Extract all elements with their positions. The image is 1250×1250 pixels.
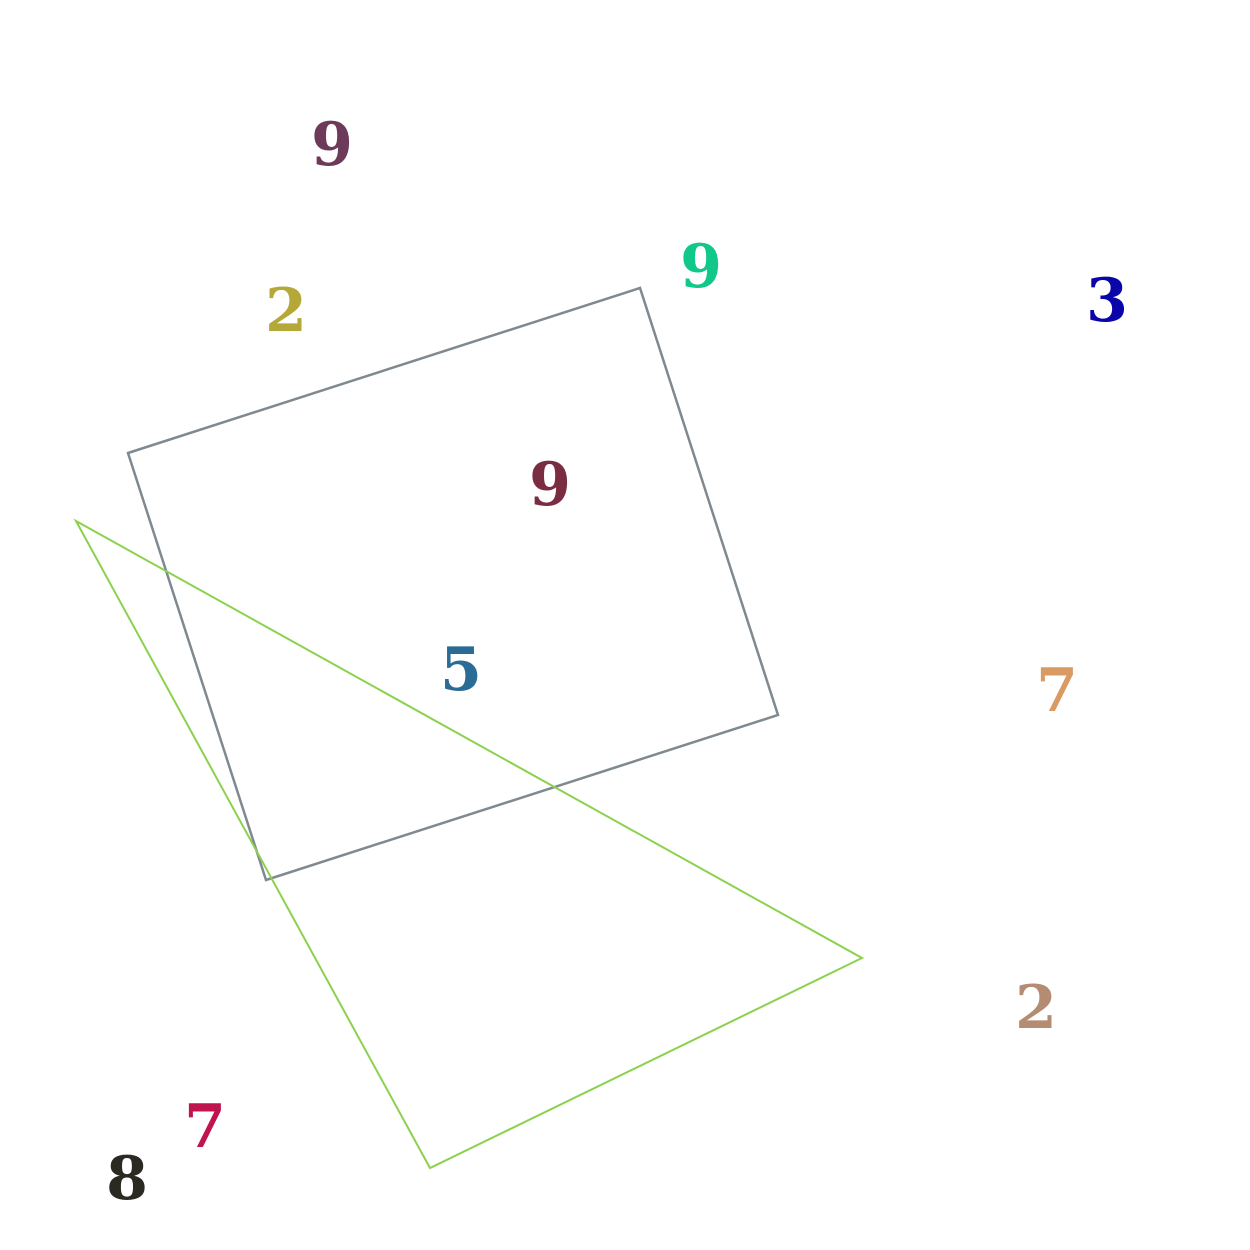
digit-3-top-right: 3 [1086, 266, 1128, 336]
digit-7-bottom-left: 7 [184, 1092, 226, 1162]
digit-5-center: 5 [440, 635, 482, 705]
digit-2-bottom-right: 2 [1015, 973, 1057, 1043]
digit-7-right: 7 [1036, 656, 1078, 726]
triangle-outline [73, 518, 865, 1170]
digit-9-top-left: 9 [311, 110, 353, 180]
digit-9-center: 9 [529, 450, 571, 520]
quadrilateral-outline [126, 286, 780, 882]
digit-2-top-left: 2 [265, 276, 307, 346]
digit-8-bottom-left: 8 [106, 1144, 148, 1214]
digit-9-top-center: 9 [680, 232, 722, 302]
